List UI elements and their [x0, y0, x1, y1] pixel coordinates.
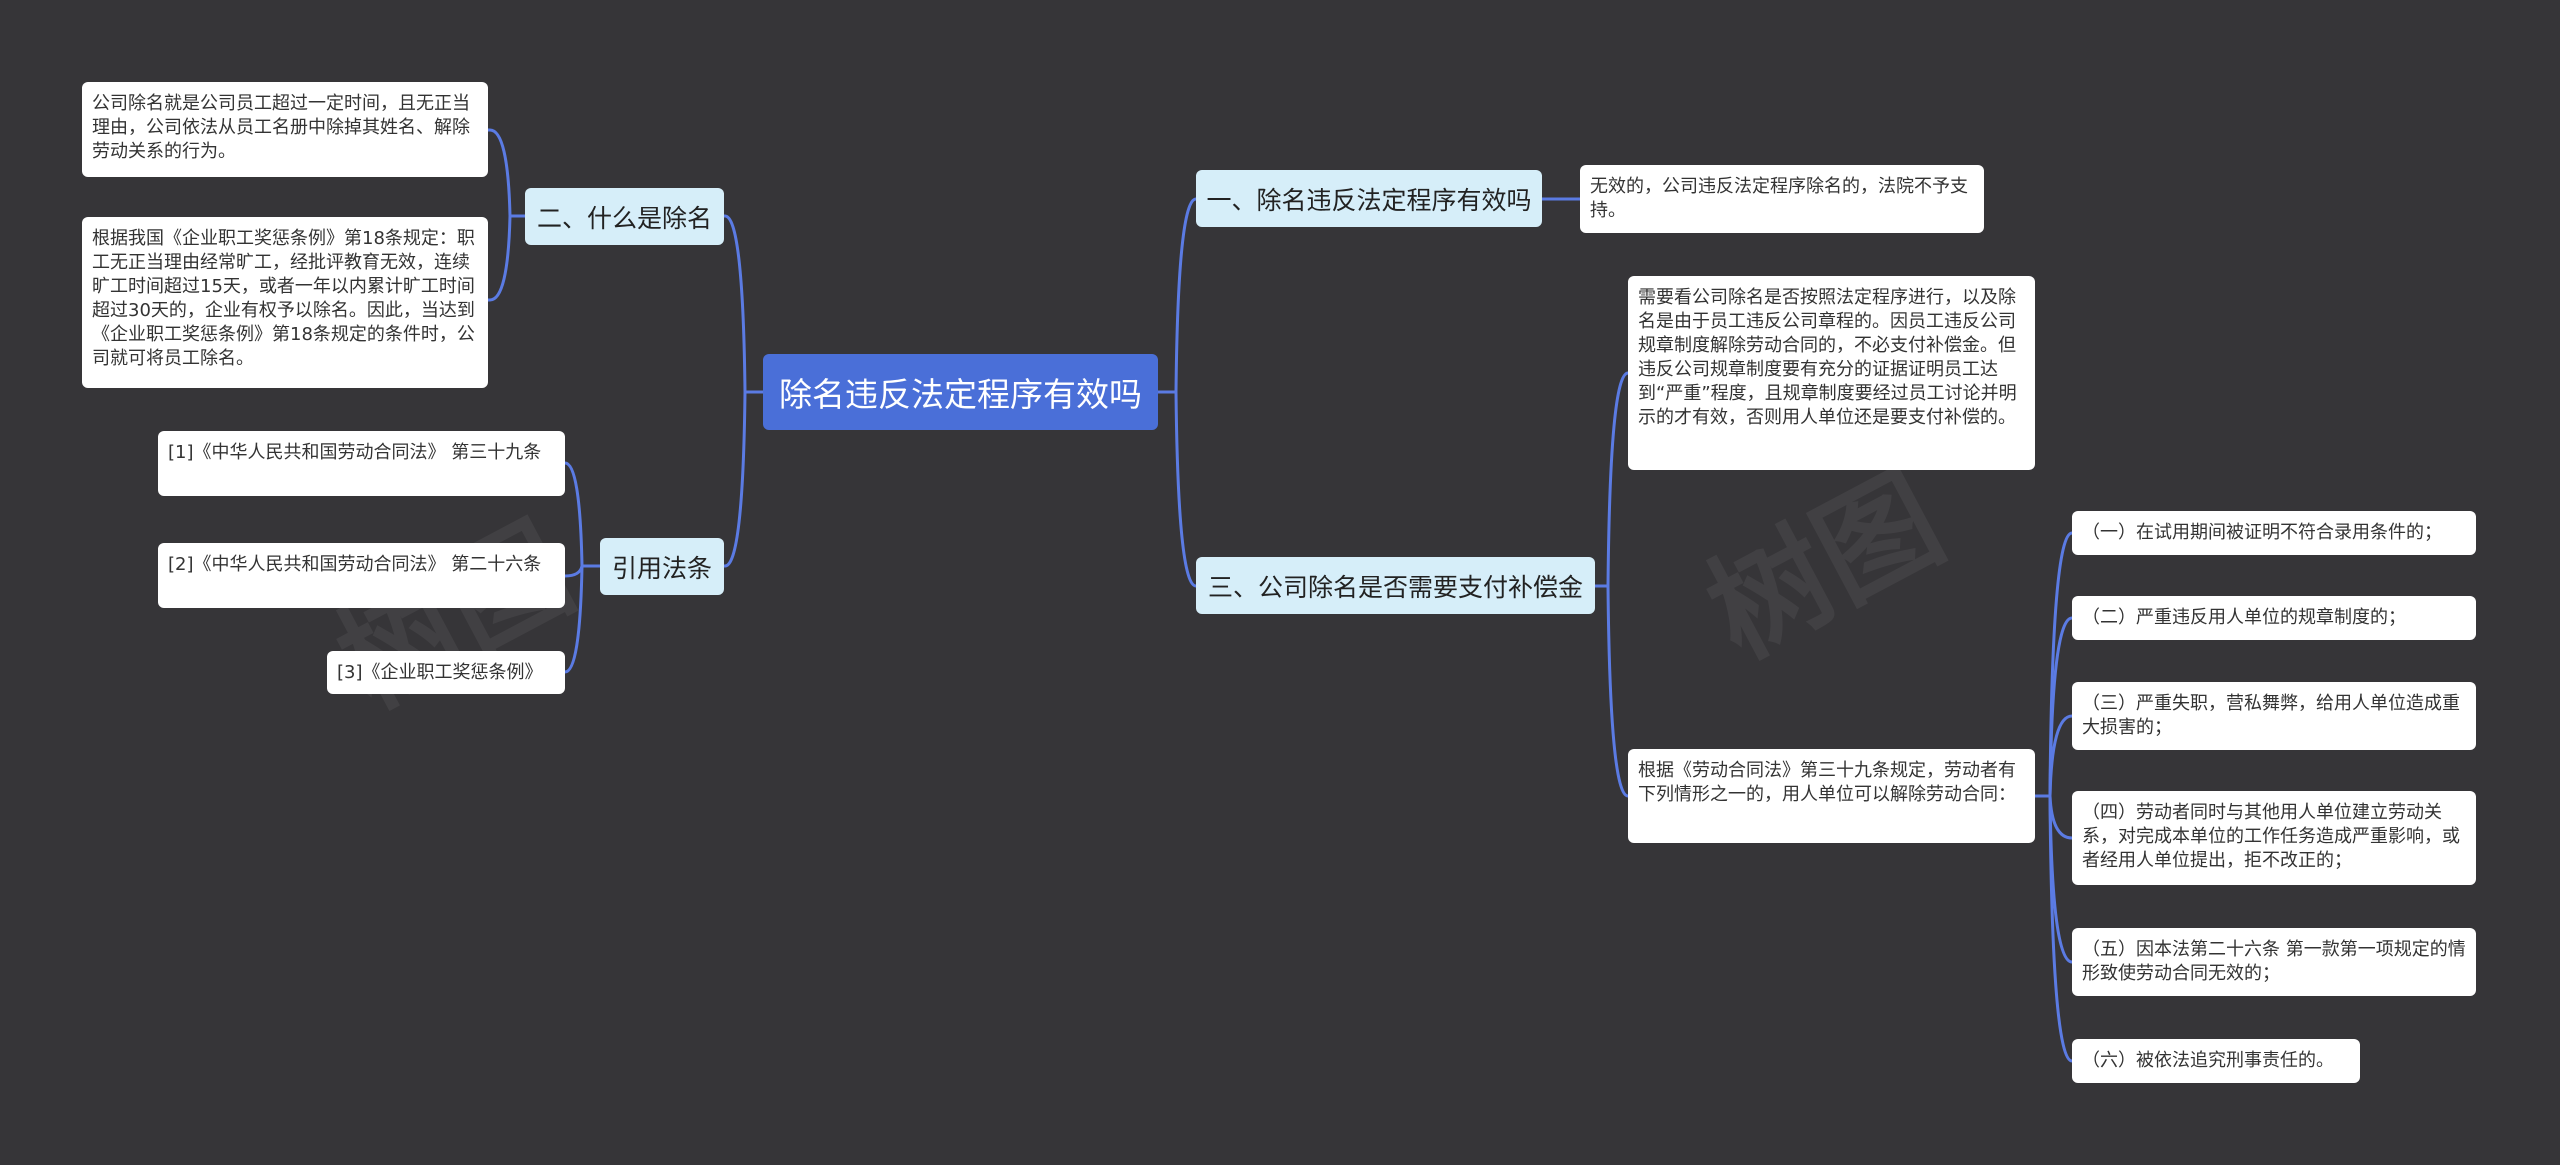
leaf-law-ref-1[interactable]: [1]《中华人民共和国劳动合同法》 第三十九条 [158, 431, 565, 496]
leaf-text: 根据我国《企业职工奖惩条例》第18条规定：职工无正当理由经常旷工，经批评教育无效… [92, 228, 475, 369]
leaf-text: 根据《劳动合同法》第三十九条规定，劳动者有下列情形之一的，用人单位可以解除劳动合… [1638, 760, 2016, 805]
leaf-condition-3[interactable]: （三）严重失职，营私舞弊，给用人单位造成重大损害的； [2072, 682, 2476, 750]
leaf-text: （一）在试用期间被证明不符合录用条件的； [2082, 522, 2442, 543]
leaf-condition-2[interactable]: （二）严重违反用人单位的规章制度的； [2072, 596, 2476, 640]
link-b2-l5 [564, 564, 600, 674]
leaf-text: 公司除名就是公司员工超过一定时间，且无正当理由，公司依法从员工名册中除掉其姓名、… [92, 93, 470, 162]
leaf-definition[interactable]: 公司除名就是公司员工超过一定时间，且无正当理由，公司依法从员工名册中除掉其姓名、… [82, 82, 488, 177]
leaf-text: （六）被依法追究刑事责任的。 [2082, 1050, 2334, 1071]
leaf-text: 无效的，公司违反法定程序除名的，法院不予支持。 [1590, 176, 1968, 221]
branch-label: 引用法条 [611, 553, 712, 583]
link-root-b3 [1158, 197, 1197, 394]
leaf-condition-6[interactable]: （六）被依法追究刑事责任的。 [2072, 1039, 2360, 1083]
root-topic[interactable]: 除名违反法定程序有效吗 [763, 354, 1158, 430]
leaf-condition-4[interactable]: （四）劳动者同时与其他用人单位建立劳动关系，对完成本单位的工作任务造成严重影响，… [2072, 791, 2476, 885]
leaf-regulation-18[interactable]: 根据我国《企业职工奖惩条例》第18条规定：职工无正当理由经常旷工，经批评教育无效… [82, 217, 488, 388]
leaf-law-ref-3[interactable]: [3]《企业职工奖惩条例》 [327, 651, 565, 694]
branch-label: 一、除名违反法定程序有效吗 [1206, 185, 1532, 215]
leaf-text: （五）因本法第二十六条 第一款第一项规定的情形致使劳动合同无效的； [2082, 939, 2466, 984]
link-b4-l8 [1595, 584, 1629, 798]
leaf-text: [3]《企业职工奖惩条例》 [337, 662, 543, 683]
root-topic-label: 除名违反法定程序有效吗 [779, 375, 1142, 414]
leaf-compensation-detail[interactable]: 需要看公司除名是否按照法定程序进行，以及除名是由于员工违反公司章程的。因员工违反… [1628, 276, 2035, 470]
branch-is-dismissal-valid[interactable]: 一、除名违反法定程序有效吗 [1196, 170, 1542, 227]
link-b4-l7 [1595, 371, 1629, 588]
leaf-text: 需要看公司除名是否按照法定程序进行，以及除名是由于员工违反公司章程的。因员工违反… [1638, 287, 2017, 428]
link-l8-s6 [2035, 794, 2073, 1063]
leaf-article-39[interactable]: 根据《劳动合同法》第三十九条规定，劳动者有下列情形之一的，用人单位可以解除劳动合… [1628, 749, 2035, 843]
branch-what-is-dismissal[interactable]: 二、什么是除名 [525, 188, 724, 245]
branch-label: 三、公司除名是否需要支付补偿金 [1207, 572, 1583, 602]
link-l8-s3 [2035, 714, 2073, 798]
link-b2-l3 [564, 461, 600, 568]
leaf-invalid[interactable]: 无效的，公司违反法定程序除名的，法院不予支持。 [1580, 165, 1984, 233]
branch-compensation[interactable]: 三、公司除名是否需要支付补偿金 [1196, 557, 1595, 614]
link-l8-s4 [2035, 794, 2073, 840]
link-b1-l2 [488, 214, 525, 302]
branch-label: 二、什么是除名 [536, 203, 712, 233]
branch-cited-laws[interactable]: 引用法条 [600, 538, 724, 595]
leaf-condition-5[interactable]: （五）因本法第二十六条 第一款第一项规定的情形致使劳动合同无效的； [2072, 928, 2476, 996]
leaf-condition-1[interactable]: （一）在试用期间被证明不符合录用条件的； [2072, 511, 2476, 555]
link-root-b2 [724, 390, 763, 568]
leaf-text: [2]《中华人民共和国劳动合同法》 第二十六条 [168, 554, 542, 575]
leaf-law-ref-2[interactable]: [2]《中华人民共和国劳动合同法》 第二十六条 [158, 543, 565, 608]
link-root-b1 [716, 214, 763, 394]
leaf-text: （二）严重违反用人单位的规章制度的； [2082, 607, 2406, 628]
leaf-text: （四）劳动者同时与其他用人单位建立劳动关系，对完成本单位的工作任务造成严重影响，… [2082, 802, 2460, 871]
leaf-text: （三）严重失职，营私舞弊，给用人单位造成重大损害的； [2082, 693, 2460, 738]
leaf-text: [1]《中华人民共和国劳动合同法》 第三十九条 [168, 442, 542, 463]
link-root-b4 [1158, 390, 1197, 588]
link-b1-l1 [488, 128, 525, 218]
